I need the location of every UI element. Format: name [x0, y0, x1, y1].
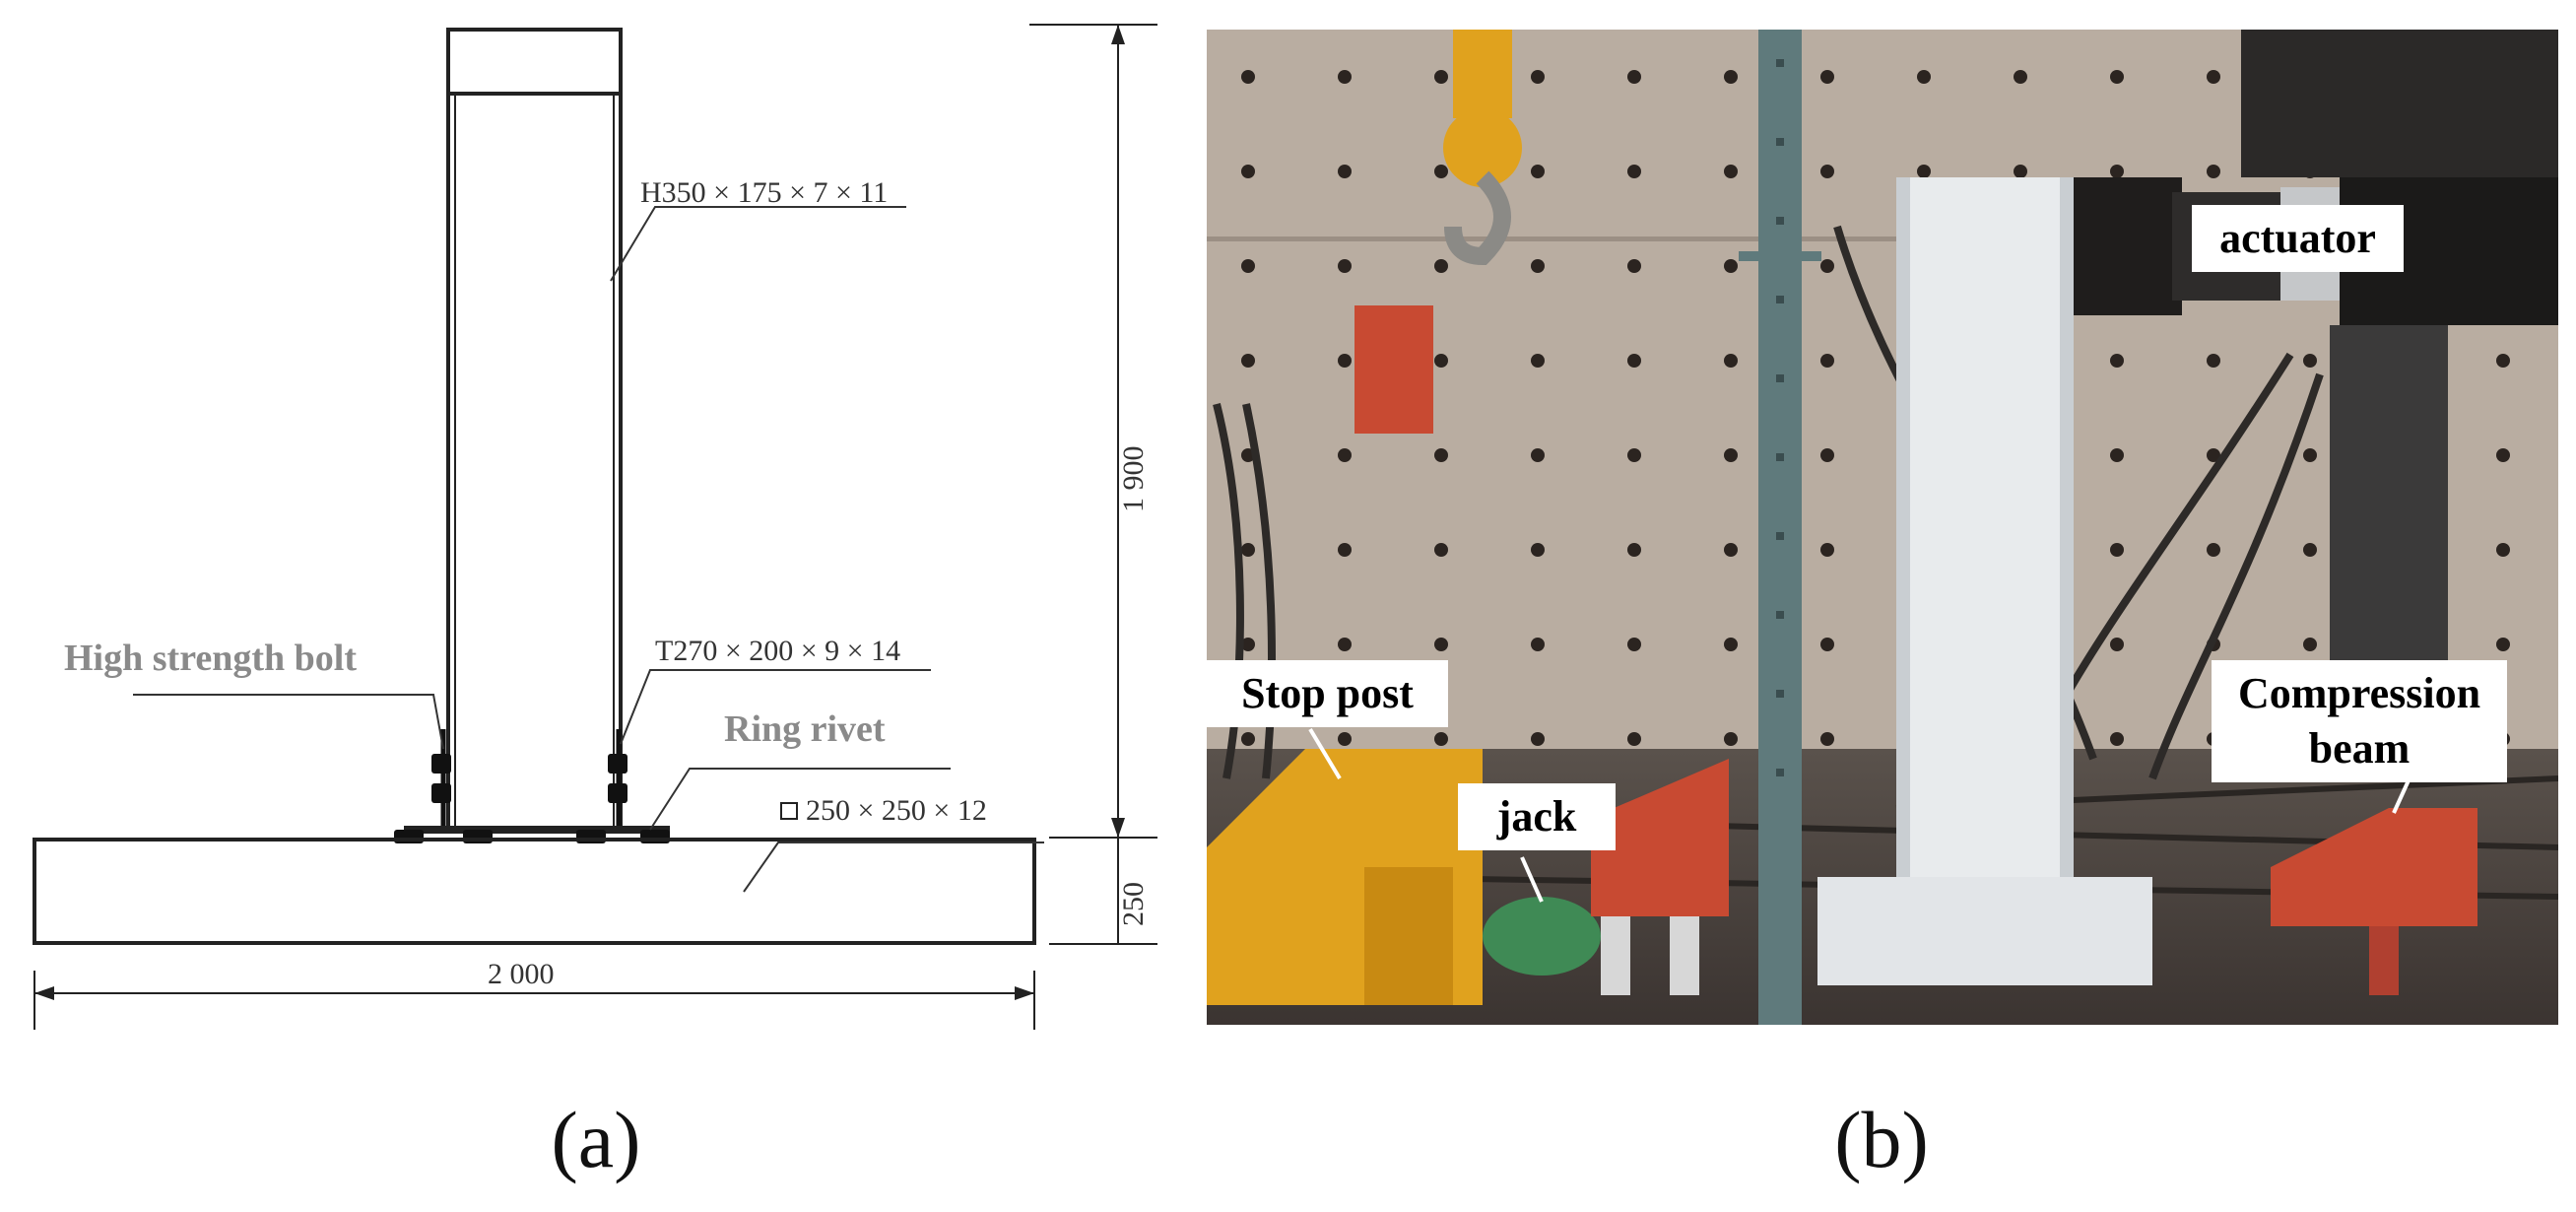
post-holes — [1776, 59, 1784, 776]
caption-a: (a) — [551, 1095, 641, 1184]
foundation-beam — [33, 838, 1036, 945]
compression-beam-element — [2271, 808, 2477, 995]
stop-post — [1207, 749, 1483, 1005]
base-height-dimension: 250 — [1117, 882, 1150, 926]
test-setup-photo — [1207, 30, 2559, 1025]
dimension-arrows — [34, 25, 1125, 1000]
specimen-column — [1817, 177, 2152, 985]
leader-lines — [133, 206, 1044, 893]
square-section-icon — [780, 802, 798, 820]
panel-b-photo: actuator Stop post jack Compression beam — [1207, 30, 2559, 1025]
vertical-post — [1758, 30, 1802, 1025]
jack — [1483, 897, 1601, 976]
base-label: 250 × 250 × 12 — [806, 794, 987, 827]
bolt-label: High strength bolt — [64, 638, 357, 679]
stop-post-label: Stop post — [1207, 660, 1448, 727]
specimen-drawing: H350 × 175 × 7 × 11 T270 × 200 × 9 × 14 … — [33, 24, 1157, 1030]
dimension-lines — [33, 24, 1157, 1030]
rivet-label: Ring rivet — [724, 708, 886, 750]
actuator-label: actuator — [2192, 205, 2404, 272]
loading-beam — [1591, 759, 1729, 995]
wall-bracket — [1354, 305, 1433, 434]
height-dimension: 1 900 — [1117, 446, 1150, 513]
compression-beam-label: Compression beam — [2212, 660, 2507, 782]
compression-beam-line1: Compression — [2237, 669, 2481, 717]
crane-hook — [1443, 30, 1522, 266]
tee-connector-bolts — [431, 729, 627, 833]
tee-label: T270 × 200 × 9 × 14 — [655, 635, 900, 667]
panel-a-drawing: H350 × 175 × 7 × 11 T270 × 200 × 9 × 14 … — [0, 0, 1192, 1084]
jack-label: jack — [1458, 783, 1616, 850]
width-dimension: 2 000 — [488, 958, 555, 990]
column-outline — [446, 28, 623, 830]
compression-beam-line2: beam — [2308, 724, 2411, 773]
caption-b: (b) — [1834, 1095, 1929, 1184]
section-label: H350 × 175 × 7 × 11 — [640, 176, 888, 209]
